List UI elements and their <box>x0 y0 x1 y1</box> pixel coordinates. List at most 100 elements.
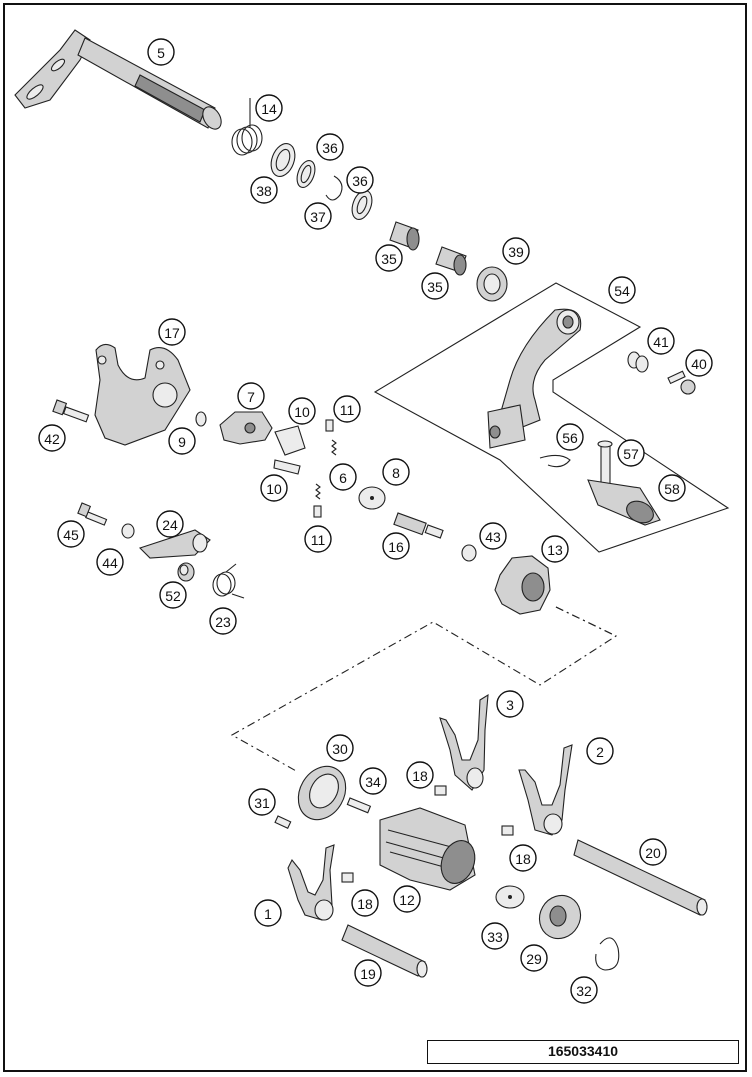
bushing-part-52 <box>177 562 195 582</box>
callout-19: 19 <box>354 959 382 987</box>
callout-circle <box>237 382 265 410</box>
shift-rod-part-20 <box>573 839 708 916</box>
shift-shaft-part-5 <box>14 29 222 130</box>
callout-44: 44 <box>96 548 124 576</box>
bearing-part-29 <box>538 894 582 940</box>
callout-9: 9 <box>168 427 196 455</box>
callout-36: 36 <box>346 166 374 194</box>
roller-part-18a <box>434 785 447 796</box>
callout-circle <box>479 522 507 550</box>
callout-number: 8 <box>392 465 400 481</box>
callout-circle <box>520 944 548 972</box>
callout-number: 17 <box>164 325 180 341</box>
callout-45: 45 <box>57 520 85 548</box>
callout-circle <box>254 899 282 927</box>
callout-number: 44 <box>102 555 118 571</box>
callout-circle <box>38 424 66 452</box>
callout-38: 38 <box>250 176 278 204</box>
bolt-part-42 <box>52 399 90 423</box>
washer-part-9 <box>195 411 207 427</box>
callout-number: 23 <box>215 614 231 630</box>
spring-part-6b <box>315 483 321 500</box>
callout-12: 12 <box>393 885 421 913</box>
callout-circle <box>375 244 403 272</box>
callout-40: 40 <box>685 349 713 377</box>
callout-11: 11 <box>304 525 332 553</box>
callout-circle <box>260 474 288 502</box>
callout-circle <box>406 761 434 789</box>
bolt-part-45 <box>77 502 108 526</box>
callout-58: 58 <box>658 474 686 502</box>
callout-number: 24 <box>162 517 178 533</box>
callout-number: 34 <box>365 774 381 790</box>
callout-11: 11 <box>333 395 361 423</box>
callout-41: 41 <box>647 327 675 355</box>
callout-circle <box>359 767 387 795</box>
callout-circle <box>382 532 410 560</box>
callout-circle <box>147 38 175 66</box>
callout-number: 33 <box>487 929 503 945</box>
callout-number: 7 <box>247 389 255 405</box>
shift-drum-part-12 <box>379 807 476 891</box>
assembly-dash-line-upper <box>230 606 618 773</box>
callout-18: 18 <box>509 844 537 872</box>
callout-circle <box>57 520 85 548</box>
group-54-outline <box>373 282 730 553</box>
callout-number: 16 <box>388 539 404 555</box>
callout-circle <box>556 423 584 451</box>
callout-circle <box>333 395 361 423</box>
callout-29: 29 <box>520 944 548 972</box>
callout-number: 6 <box>339 470 347 486</box>
callout-number: 12 <box>399 892 415 908</box>
callout-14: 14 <box>255 94 283 122</box>
callout-1: 1 <box>254 899 282 927</box>
callout-number: 36 <box>352 173 368 189</box>
washer-part-38 <box>270 143 296 177</box>
callout-circle <box>393 885 421 913</box>
callout-circle <box>351 889 379 917</box>
plate-part-17 <box>94 343 191 446</box>
callout-23: 23 <box>209 607 237 635</box>
shift-bolt-part-16 <box>393 512 444 539</box>
callout-circle <box>617 439 645 467</box>
callout-circle <box>509 844 537 872</box>
callout-number: 52 <box>165 588 181 604</box>
callout-number: 9 <box>178 434 186 450</box>
washer-part-36a <box>296 160 316 188</box>
callout-number: 10 <box>266 481 282 497</box>
callout-42: 42 <box>38 424 66 452</box>
callout-number: 36 <box>322 140 338 156</box>
spring-part-6a <box>331 439 337 456</box>
callout-6: 6 <box>329 463 357 491</box>
callout-number: 1 <box>264 906 272 922</box>
callout-number: 42 <box>44 431 60 447</box>
callout-number: 32 <box>576 983 592 999</box>
washer-part-43 <box>461 544 477 562</box>
callout-circle <box>288 397 316 425</box>
pin-part-34 <box>346 797 372 814</box>
callout-circle <box>304 202 332 230</box>
callout-8: 8 <box>382 458 410 486</box>
callout-number: 10 <box>294 404 310 420</box>
pawl-part-10a <box>274 425 306 456</box>
callout-number: 35 <box>381 251 397 267</box>
circlip-part-32 <box>595 937 620 971</box>
callout-number: 45 <box>63 527 79 543</box>
callout-number: 11 <box>340 402 355 418</box>
callout-number: 58 <box>664 481 680 497</box>
washer-part-41 <box>627 351 649 373</box>
diagram-code-label: 165033410 <box>427 1040 739 1064</box>
callout-circle <box>250 176 278 204</box>
pin-part-11a <box>325 419 334 432</box>
callout-57: 57 <box>617 439 645 467</box>
callout-circle <box>168 427 196 455</box>
callout-number: 31 <box>254 795 270 811</box>
callout-13: 13 <box>541 535 569 563</box>
washer-part-44 <box>121 523 135 539</box>
callout-37: 37 <box>304 202 332 230</box>
callout-circle <box>326 734 354 762</box>
callout-number: 20 <box>645 845 661 861</box>
callout-circle <box>158 318 186 346</box>
callout-33: 33 <box>481 922 509 950</box>
